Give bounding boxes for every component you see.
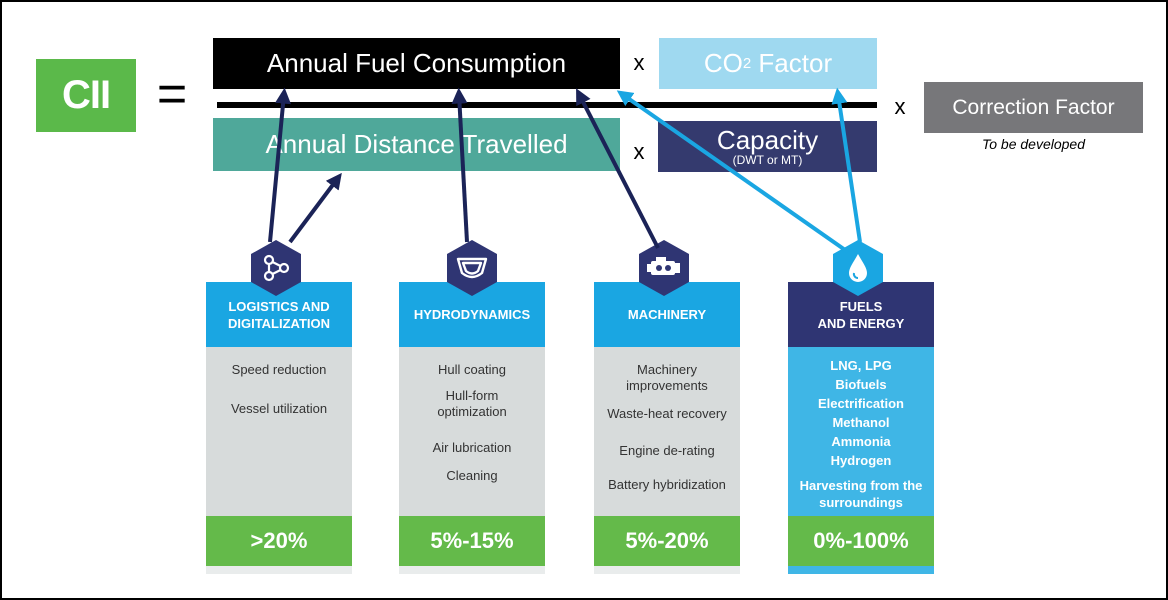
arrow-hydro-to-fuel xyxy=(451,87,469,243)
arrow-logistics-to-fuel xyxy=(268,87,292,243)
reduction-value: >20% xyxy=(206,516,352,566)
arrow-logistics-to-distance xyxy=(288,172,342,244)
correction-factor-box: Correction Factor xyxy=(924,82,1143,133)
equals-sign: = xyxy=(156,65,188,123)
network-nodes-icon xyxy=(251,240,301,296)
card-bottom-strip xyxy=(788,566,934,574)
hull-icon xyxy=(447,240,497,296)
reduction-value: 5%-15% xyxy=(399,516,545,566)
co2-prefix: CO xyxy=(703,48,743,78)
list-item: Air lubrication xyxy=(432,440,512,455)
list-item: Battery hybridization xyxy=(608,477,726,492)
card-title-line1: HYDRODYNAMICS xyxy=(413,307,531,322)
list-item: Electrification xyxy=(818,396,904,411)
card-title-line1: FUELS xyxy=(839,298,883,314)
capacity-title: Capacity xyxy=(716,125,819,155)
co2-suffix: Factor xyxy=(751,48,833,78)
fraction-line xyxy=(217,102,877,108)
multiply-sign-capacity: x xyxy=(633,139,645,164)
arrow-fuels-to-fuel xyxy=(616,90,850,254)
cii-badge: CII xyxy=(36,59,136,132)
list-item: Speed reduction xyxy=(231,362,327,377)
droplet-icon xyxy=(833,240,883,296)
engine-icon xyxy=(639,240,689,296)
correction-factor-note: To be developed xyxy=(981,136,1086,152)
arrow-fuels-to-co2 xyxy=(831,87,862,243)
list-item: Waste-heat recovery xyxy=(607,406,727,421)
card-title-line1: LOGISTICS AND xyxy=(228,298,330,314)
list-item: Ammonia xyxy=(831,434,891,449)
card-bottom-strip xyxy=(399,566,545,574)
list-item: Machinery improvements xyxy=(626,362,708,393)
card-hydrodynamics: HYDRODYNAMICS Hull coating Hull-form opt… xyxy=(399,282,545,574)
list-item: LNG, LPG xyxy=(830,358,892,373)
list-item: Hull coating xyxy=(438,362,506,377)
card-title-line2: AND ENERGY xyxy=(817,315,905,331)
reduction-value: 5%-20% xyxy=(594,516,740,566)
card-item-list: Machinery improvements Waste-heat recove… xyxy=(594,360,740,493)
co2-subscript: 2 xyxy=(742,55,752,72)
card-bottom-strip xyxy=(206,566,352,574)
list-item: Vessel utilization xyxy=(230,401,328,416)
card-bottom-strip xyxy=(594,566,740,574)
card-title-line1: MACHINERY xyxy=(627,307,707,322)
card-machinery: MACHINERY Machinery improvements Waste-h… xyxy=(594,282,740,574)
capacity-subtitle: (DWT or MT) xyxy=(732,153,803,167)
list-item: Hydrogen xyxy=(830,453,892,468)
list-item: Harvesting from the surroundings xyxy=(799,478,923,510)
reduction-value: 0%-100% xyxy=(788,516,934,566)
card-item-list: Speed reduction Vessel utilization xyxy=(206,360,352,417)
list-item: Hull-form optimization xyxy=(437,388,507,419)
list-item: Cleaning xyxy=(446,468,498,483)
list-item: Engine de-rating xyxy=(619,443,715,458)
list-item: Methanol xyxy=(832,415,890,430)
card-item-list: Hull coating Hull-form optimization Air … xyxy=(399,360,545,484)
arrow-machinery-to-fuel xyxy=(576,88,660,249)
list-item: Biofuels xyxy=(835,377,887,392)
card-title-line2: DIGITALIZATION xyxy=(227,315,331,331)
card-item-list: LNG, LPG Biofuels Electrification Methan… xyxy=(788,356,934,511)
multiply-sign-co2: x xyxy=(633,50,645,75)
multiply-sign-correction: x xyxy=(894,94,906,119)
numerator-fuel-consumption: Annual Fuel Consumption xyxy=(213,38,620,89)
